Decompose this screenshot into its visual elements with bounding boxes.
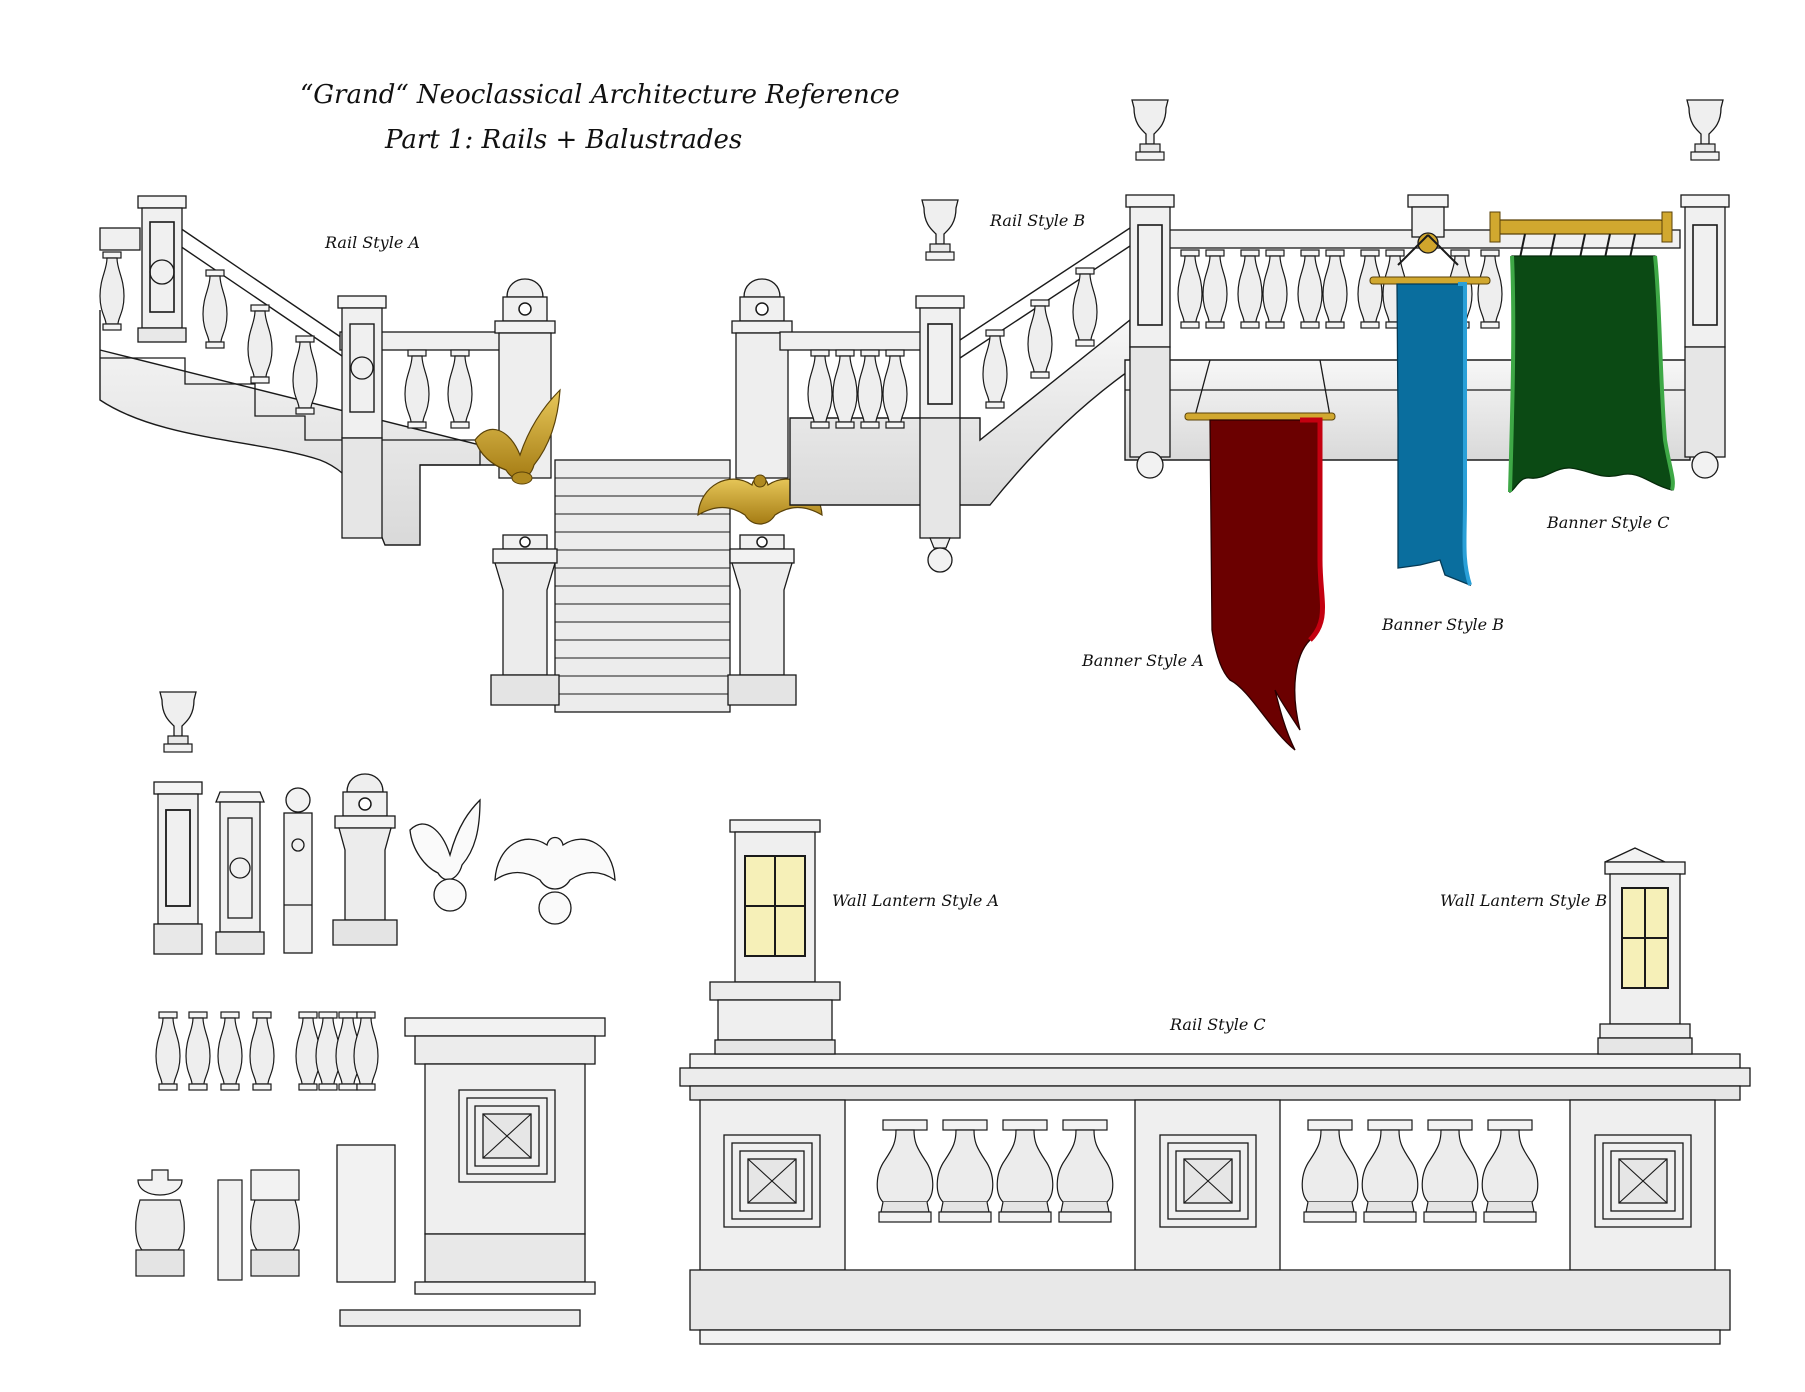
dome-cap-icon [332, 773, 398, 946]
wall-lantern-style-a [709, 819, 841, 1055]
rail-style-a [99, 195, 521, 546]
ball-finial-icon [927, 547, 953, 573]
eagle-spread-outline-icon [494, 836, 616, 925]
baluster-samples [135, 1011, 379, 1281]
label-banner-style-c: Banner Style C [1546, 513, 1669, 532]
pedestal-detail [336, 1017, 606, 1327]
banner-style-a [1184, 359, 1336, 751]
rail-style-b [779, 199, 1131, 573]
page-subtitle: Part 1: Rails + Balustrades [385, 125, 743, 155]
page-title: “Grand“ Neoclassical Architecture Refere… [300, 80, 900, 110]
eagle-perched-outline-icon [409, 798, 481, 912]
wall-lantern-style-b [1597, 847, 1693, 1055]
central-staircase [474, 278, 823, 713]
label-wall-lantern-style-b: Wall Lantern Style B [1440, 891, 1607, 910]
label-banner-style-a: Banner Style A [1081, 651, 1204, 670]
label-wall-lantern-style-a: Wall Lantern Style A [832, 891, 999, 910]
eagle-perched-icon [474, 388, 561, 485]
label-rail-style-a: Rail Style A [324, 233, 420, 252]
label-rail-style-c: Rail Style C [1169, 1015, 1266, 1034]
rail-style-c [679, 1053, 1751, 1345]
component-parts [153, 691, 616, 955]
label-banner-style-b: Banner Style B [1381, 615, 1504, 634]
banner-style-c [1489, 211, 1675, 493]
label-rail-style-b: Rail Style B [989, 211, 1085, 230]
banner-style-b [1369, 276, 1491, 587]
